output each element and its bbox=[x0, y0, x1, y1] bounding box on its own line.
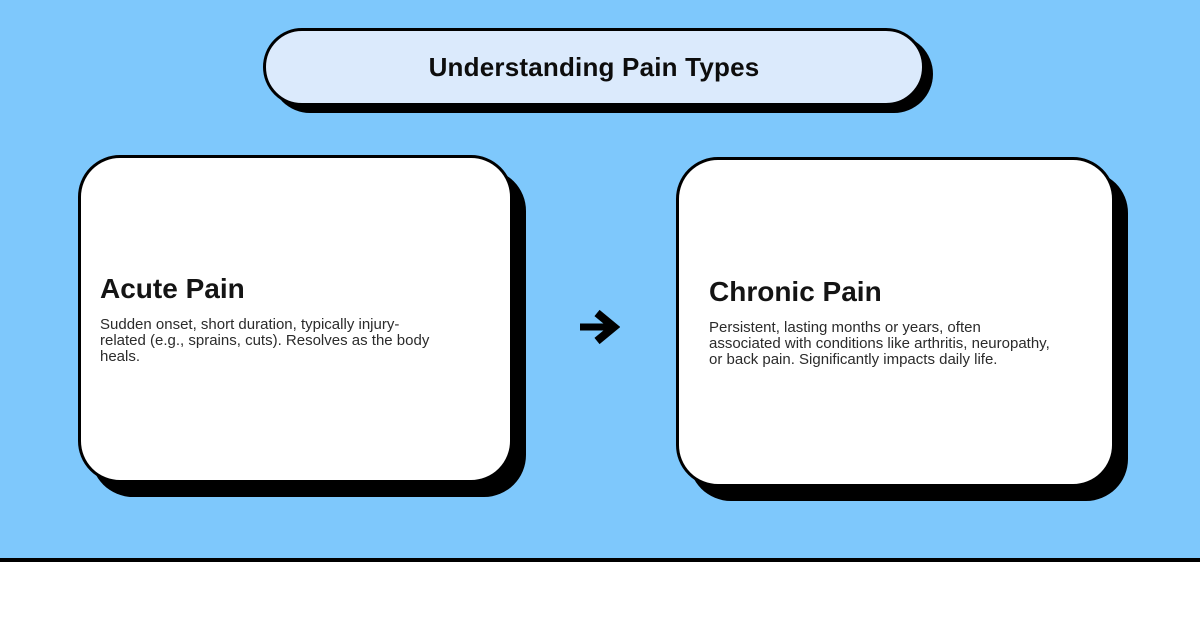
description-line: or back pain. Significantly impacts dail… bbox=[709, 351, 998, 368]
description-line: Persistent, lasting months or years, oft… bbox=[709, 319, 981, 336]
card-description: Sudden onset, short duration, typically … bbox=[100, 317, 492, 365]
title-banner: Understanding Pain Types bbox=[263, 28, 925, 106]
description-line: Sudden onset, short duration, typically … bbox=[100, 316, 400, 333]
chronic-pain-card: Chronic Pain Persistent, lasting months … bbox=[676, 157, 1115, 487]
description-line: related (e.g., sprains, cuts). Resolves … bbox=[100, 332, 430, 349]
footer-strip bbox=[0, 566, 1200, 630]
card-title: Acute Pain bbox=[100, 273, 245, 304]
card-title: Chronic Pain bbox=[709, 276, 882, 307]
card-description: Persistent, lasting months or years, oft… bbox=[709, 320, 1094, 368]
page-title: Understanding Pain Types bbox=[428, 51, 760, 82]
description-line: heals. bbox=[100, 348, 141, 365]
description-line: associated with conditions like arthriti… bbox=[709, 335, 1050, 352]
acute-pain-card: Acute Pain Sudden onset, short duration,… bbox=[78, 155, 513, 483]
arrow-right-icon bbox=[577, 305, 621, 349]
